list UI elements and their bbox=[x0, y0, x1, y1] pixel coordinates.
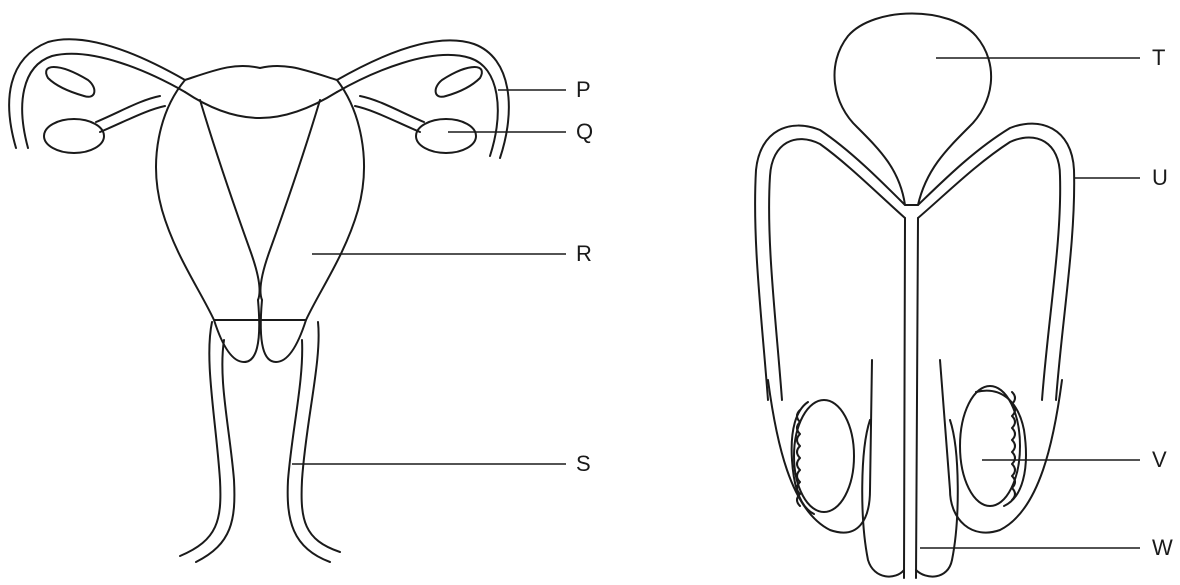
label-u: U bbox=[1152, 165, 1168, 190]
uterus-fundus bbox=[185, 92, 337, 118]
uterine-cavity-right bbox=[260, 100, 320, 300]
right-epididymis bbox=[976, 391, 1026, 506]
scrotum-left bbox=[768, 360, 872, 533]
label-r: R bbox=[576, 241, 592, 266]
labels: P Q R S T U V W bbox=[576, 45, 1173, 560]
right-fimbriae bbox=[436, 67, 482, 97]
uterus-outer-wall bbox=[156, 66, 364, 320]
left-ovary-ligament-lower bbox=[100, 106, 165, 132]
left-testis bbox=[794, 400, 854, 512]
label-s: S bbox=[576, 451, 591, 476]
cervix-right bbox=[261, 300, 306, 362]
label-v: V bbox=[1152, 447, 1167, 472]
male-reproductive-system bbox=[755, 14, 1074, 579]
penis bbox=[862, 420, 958, 577]
right-sperm-duct-outer bbox=[918, 124, 1074, 400]
left-ovary bbox=[44, 119, 104, 153]
label-q: Q bbox=[576, 119, 593, 144]
female-reproductive-system bbox=[9, 39, 509, 562]
left-sperm-duct-outer bbox=[755, 126, 905, 400]
right-ovary-ligament bbox=[360, 96, 424, 122]
label-w: W bbox=[1152, 535, 1173, 560]
vagina-right-outer bbox=[302, 322, 340, 552]
label-p: P bbox=[576, 77, 591, 102]
vagina-left-outer bbox=[180, 322, 220, 556]
right-ovary-ligament-lower bbox=[355, 106, 420, 132]
left-sperm-duct-inner bbox=[769, 139, 905, 400]
left-fimbriae bbox=[46, 67, 94, 97]
urethra-left bbox=[904, 218, 905, 578]
label-t: T bbox=[1152, 45, 1165, 70]
left-ovary-ligament bbox=[96, 96, 160, 122]
urethra-right bbox=[916, 218, 918, 578]
right-ovary bbox=[416, 119, 476, 153]
uterine-cavity-left bbox=[200, 100, 260, 300]
cervix-left bbox=[214, 300, 259, 362]
